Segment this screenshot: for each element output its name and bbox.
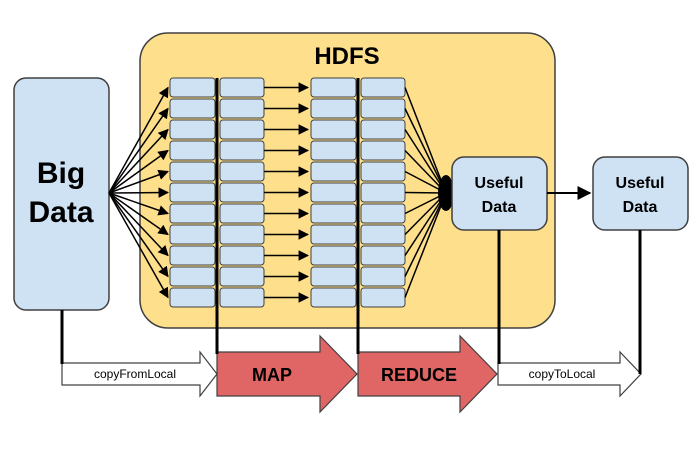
big-data-label-line2: Data [28, 196, 93, 229]
useful-data-inner-box [451, 156, 548, 231]
reduce-block [310, 224, 357, 245]
useful-data-outer-line1: Useful [616, 175, 665, 192]
map-block [219, 119, 265, 140]
map-block [169, 119, 216, 140]
map-block [219, 140, 265, 161]
reduce-block [310, 140, 357, 161]
map-label: MAP [252, 365, 292, 385]
map-block [169, 77, 216, 98]
fan-in-line [404, 192, 447, 298]
useful-data-outer-box [592, 156, 689, 231]
reduce-block [310, 266, 357, 287]
reduce-block [360, 245, 406, 266]
fan-in-junction [438, 175, 454, 211]
map-block [169, 245, 216, 266]
fan-in-line [404, 129, 447, 194]
map-block [169, 224, 216, 245]
fan-out-arrow [108, 192, 169, 216]
map-block [219, 182, 265, 203]
reduce-block [310, 161, 357, 182]
fan-in-line [404, 108, 447, 194]
fan-out-arrow [108, 192, 169, 236]
reduce-block [360, 287, 406, 308]
reduce-block [360, 203, 406, 224]
map-block [219, 287, 265, 308]
map-block [219, 98, 265, 119]
useful-data-outer-line2: Data [623, 199, 658, 216]
map-block [219, 224, 265, 245]
map-block [169, 203, 216, 224]
map-block-grid [169, 77, 265, 308]
reduce-block [310, 98, 357, 119]
reduce-block [360, 140, 406, 161]
hdfs-label: HDFS [314, 43, 379, 70]
reduce-block [310, 245, 357, 266]
useful-data-inner-line1: Useful [475, 175, 524, 192]
map-block [169, 98, 216, 119]
map-block [169, 140, 216, 161]
reduce-block [360, 182, 406, 203]
reduce-block [360, 98, 406, 119]
copy-to-local-arrow [497, 350, 642, 398]
fan-out-arrow [108, 107, 169, 194]
fan-out-arrow [108, 192, 169, 257]
copy-to-local-label: copyToLocal [529, 367, 596, 381]
map-block [169, 182, 216, 203]
map-block [169, 287, 216, 308]
reduce-block [360, 161, 406, 182]
useful-data-inner-line2: Data [482, 199, 517, 216]
fan-out-arrow [108, 192, 169, 299]
fan-out-arrow [108, 169, 169, 194]
fan-out-arrow [108, 128, 169, 194]
fan-in-line [404, 192, 447, 277]
map-to-reduce-arrows [264, 82, 310, 303]
map-arrow [216, 334, 358, 414]
map-block [219, 77, 265, 98]
map-block [169, 266, 216, 287]
map-block [219, 161, 265, 182]
reduce-block [360, 266, 406, 287]
reduce-block-grid [310, 77, 406, 308]
reduce-block [310, 77, 357, 98]
fan-out-arrow [108, 86, 169, 194]
big-data-box [13, 77, 110, 311]
fan-in-line [404, 87, 447, 194]
copy-from-local-label: copyFromLocal [94, 367, 176, 381]
map-block [169, 161, 216, 182]
reduce-block [310, 182, 357, 203]
map-block [219, 203, 265, 224]
map-block [219, 245, 265, 266]
map-block [219, 266, 265, 287]
reduce-block [360, 77, 406, 98]
reduce-arrow [357, 334, 498, 414]
reduce-block [310, 203, 357, 224]
fan-out-arrow [108, 192, 169, 278]
copy-from-local-arrow [61, 350, 218, 398]
reduce-block [310, 119, 357, 140]
fan-out-arrows [108, 86, 170, 299]
reduce-label: REDUCE [381, 365, 457, 385]
reduce-block [360, 224, 406, 245]
fan-out-arrow [108, 187, 170, 198]
big-data-label-line1: Big [37, 157, 85, 190]
reduce-block [360, 119, 406, 140]
reduce-block [310, 287, 357, 308]
fan-in-line [404, 192, 447, 256]
fan-out-arrow [108, 149, 169, 194]
